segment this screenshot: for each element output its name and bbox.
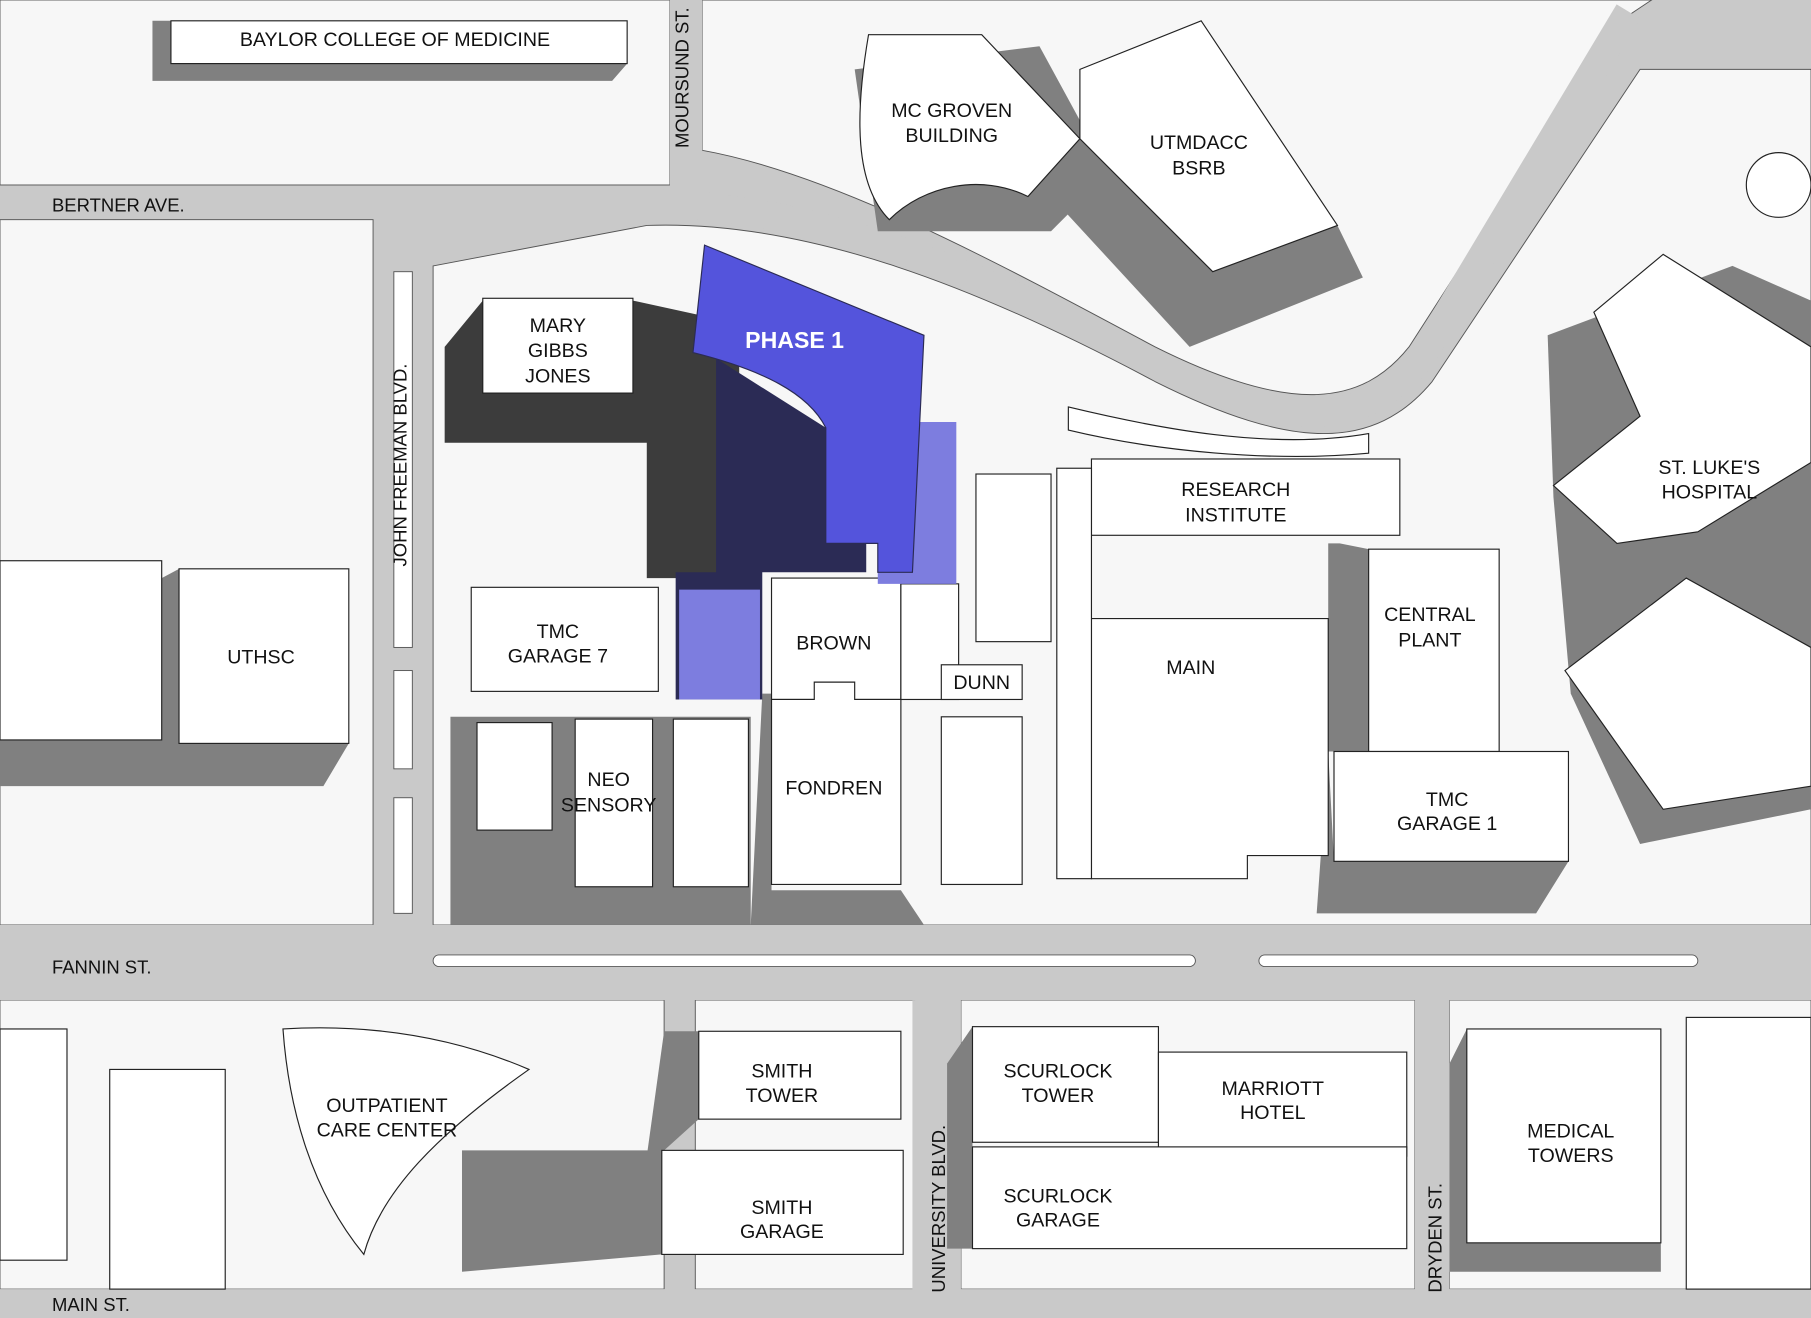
street-john-freeman: JOHN FREEMAN BLVD. (390, 364, 411, 567)
building-tmc-garage-7[interactable] (470, 586, 659, 692)
street-fannin: FANNIN ST. (52, 956, 151, 977)
building-outpatient-care-center[interactable] (282, 1027, 531, 1256)
skybridge-south (940, 716, 1023, 886)
label-baylor: BAYLOR COLLEGE OF MEDICINE (240, 29, 550, 51)
street-moursund: MOURSUND ST. (671, 7, 692, 148)
building-smith-garage[interactable] (661, 1149, 904, 1255)
phase-1-light (877, 421, 957, 584)
rotunda (1745, 152, 1811, 218)
building-mcgroven[interactable] (859, 34, 1081, 221)
street-labels: BERTNER AVE. FANNIN ST. MAIN ST. MOURSUN… (52, 7, 1445, 1315)
building-neo-west (476, 722, 553, 831)
phase-1-label: PHASE 1 (745, 327, 844, 353)
building-smith-tower[interactable] (698, 1030, 902, 1120)
building-brown[interactable] (770, 577, 902, 701)
phase-1-light-south (679, 589, 760, 700)
building-left-bottom (0, 1028, 68, 1261)
building-utmdacc[interactable] (1079, 20, 1339, 273)
building-right-bottom (1685, 1016, 1811, 1290)
building-fondren[interactable] (770, 681, 902, 886)
phase-1-highlight[interactable]: PHASE 1 (675, 244, 957, 700)
building-marriott[interactable] (1157, 1051, 1408, 1157)
building-uthsc[interactable] (178, 568, 350, 744)
label-uthsc: UTHSC (227, 647, 295, 669)
phase-1-building[interactable] (692, 244, 925, 573)
building-st-lukes-annex (1564, 577, 1811, 810)
street-main: MAIN ST. (52, 1294, 130, 1315)
building-research-institute[interactable] (1090, 458, 1401, 536)
buildings (0, 20, 1811, 1290)
street-dryden: DRYDEN ST. (1424, 1183, 1445, 1293)
building-left-bottom-2 (109, 1068, 226, 1290)
building-main-wing (1056, 467, 1093, 880)
building-central-plant[interactable] (1368, 548, 1500, 753)
building-baylor[interactable] (170, 20, 628, 65)
label-fondren: FONDREN (785, 777, 882, 799)
street-university: UNIVERSITY BLVD. (928, 1125, 949, 1293)
building-tmc-garage-1[interactable] (1333, 750, 1570, 862)
skybridge-north (975, 473, 1052, 643)
label-main: MAIN (1166, 657, 1215, 679)
building-scurlock-garage[interactable] (971, 1146, 1408, 1250)
canopy (1067, 406, 1370, 457)
building-left (0, 560, 163, 741)
building-dunn[interactable] (940, 664, 1023, 701)
building-neo-sensory[interactable] (574, 718, 654, 888)
building-neo-east (672, 718, 750, 888)
building-st-lukes[interactable] (1552, 253, 1811, 544)
building-mary-gibbs-jones[interactable] (482, 297, 634, 394)
building-medical-towers[interactable] (1466, 1028, 1662, 1244)
label-dunn: DUNN (953, 672, 1010, 694)
label-brown: BROWN (796, 633, 871, 655)
street-bertner: BERTNER AVE. (52, 195, 185, 216)
building-scurlock-tower[interactable] (971, 1026, 1160, 1143)
